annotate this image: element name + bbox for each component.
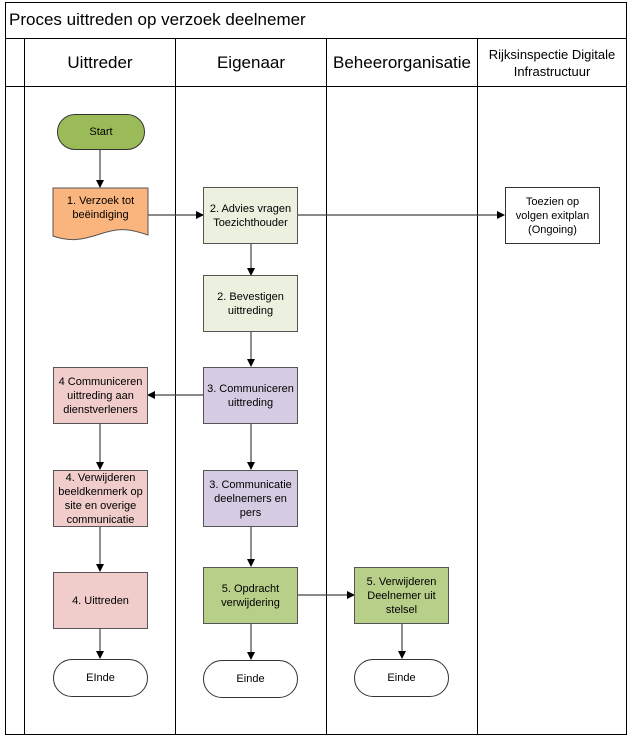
node-start-label: Start (89, 126, 113, 138)
node-advies[interactable]: 2. Advies vragen Toezichthouder (203, 187, 298, 244)
node-advies-label: 2. Advies vragen Toezichthouder (209, 202, 292, 229)
node-verzoek-label: 1. Verzoek tot beëindiging (66, 195, 135, 221)
node-verwijderen-beeldkenmerk[interactable]: 4. Verwijderen beeldkenmerk op site en o… (53, 470, 148, 527)
lane-header-uittreder: Uittreder (25, 39, 175, 87)
node-communicatie-pers-label: 3. Communicatie deelnemers en pers (209, 478, 292, 519)
node-toezien-label: Toezien op volgen exitplan (Ongoing) (515, 195, 590, 236)
lane-header-eigenaar: Eigenaar (176, 39, 326, 87)
lane-divider (175, 39, 176, 734)
node-opdracht-verwijdering[interactable]: 5. Opdracht verwijdering (203, 567, 298, 624)
node-communiceren-uittreding-label: 3. Communiceren uittreding (207, 382, 294, 409)
lane-header-beheerorganisatie: Beheerorganisatie (327, 39, 477, 87)
node-communiceren-uittreding[interactable]: 3. Communiceren uittreding (203, 367, 298, 424)
node-einde-eigenaar[interactable]: Einde (203, 660, 298, 698)
node-bevestigen[interactable]: 2. Bevestigen uittreding (203, 275, 298, 332)
lane-divider (326, 39, 327, 734)
lane-divider (477, 39, 478, 734)
node-bevestigen-label: 2. Bevestigen uittreding (217, 290, 284, 317)
node-verwijderen-deelnemer-label: 5. Verwijderen Deelnemer uit stelsel (366, 575, 437, 616)
lane-divider (24, 39, 25, 734)
node-einde-uittreder-label: EInde (86, 672, 115, 684)
node-einde-beheer[interactable]: Einde (354, 659, 449, 697)
node-uittreden-label: 4. Uittreden (72, 594, 129, 607)
node-opdracht-verwijdering-label: 5. Opdracht verwijdering (221, 582, 280, 609)
node-start[interactable]: Start (57, 114, 145, 150)
node-communiceren-dienstverleners[interactable]: 4 Communiceren uittreding aan dienstverl… (53, 367, 148, 424)
node-verzoek[interactable]: 1. Verzoek tot beëindiging (53, 188, 148, 228)
diagram-title: Proces uittreden op verzoek deelnemer (6, 3, 626, 39)
node-verwijderen-beeldkenmerk-label: 4. Verwijderen beeldkenmerk op site en o… (58, 471, 143, 526)
node-verzoek-shape (52, 187, 149, 241)
header-row-divider (6, 86, 25, 87)
lane-header-rdi: Rijksinspectie Digitale Infrastructuur (478, 39, 626, 87)
node-uittreden[interactable]: 4. Uittreden (53, 572, 148, 629)
node-toezien[interactable]: Toezien op volgen exitplan (Ongoing) (505, 187, 600, 244)
node-verwijderen-deelnemer[interactable]: 5. Verwijderen Deelnemer uit stelsel (354, 567, 449, 624)
node-einde-beheer-label: Einde (387, 672, 416, 684)
node-communicatie-pers[interactable]: 3. Communicatie deelnemers en pers (203, 470, 298, 527)
node-einde-uittreder[interactable]: EInde (53, 659, 148, 697)
node-communiceren-dienstverleners-label: 4 Communiceren uittreding aan dienstverl… (58, 375, 143, 416)
node-einde-eigenaar-label: Einde (236, 673, 265, 685)
